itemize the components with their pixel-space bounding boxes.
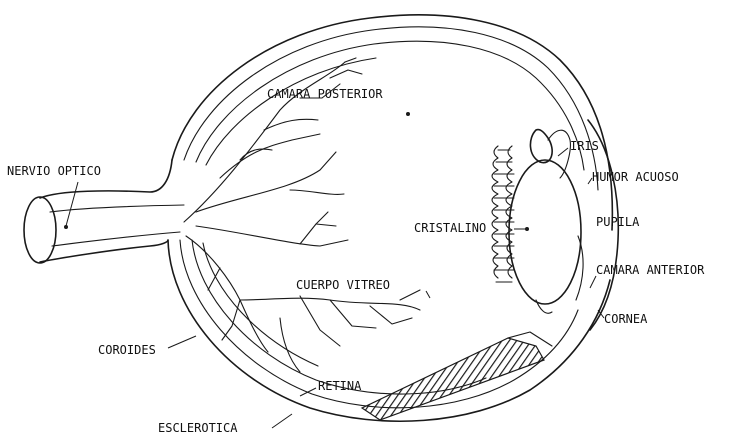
ciliary-muscle-hatched xyxy=(362,332,552,420)
label-cristalino: CRISTALINO xyxy=(414,221,529,235)
label-text-pupila: PUPILA xyxy=(596,215,640,229)
label-text-nervio-optico: NERVIO OPTICO xyxy=(7,164,101,178)
label-text-cristalino: CRISTALINO xyxy=(414,221,486,235)
lens xyxy=(509,160,581,304)
eye-wall-layers xyxy=(168,15,612,421)
label-text-camara-posterior: CAMARA POSTERIOR xyxy=(267,87,383,101)
label-cornea: CORNEA xyxy=(598,310,648,326)
label-text-retina: RETINA xyxy=(318,379,362,393)
label-humor-acuoso: HUMOR ACUOSO xyxy=(588,170,679,184)
label-text-coroides: COROIDES xyxy=(98,343,156,357)
label-text-camara-anterior: CAMARA ANTERIOR xyxy=(596,263,705,277)
label-pupila: PUPILA xyxy=(596,215,640,229)
label-coroides: COROIDES xyxy=(98,336,196,357)
retinal-vessels xyxy=(184,58,420,372)
label-text-esclerotica: ESCLEROTICA xyxy=(158,421,238,435)
label-esclerotica: ESCLEROTICA xyxy=(158,414,292,435)
label-camara-anterior: CAMARA ANTERIOR xyxy=(590,263,705,288)
label-text-humor-acuoso: HUMOR ACUOSO xyxy=(592,170,679,184)
label-text-cornea: CORNEA xyxy=(604,312,648,326)
label-nervio-optico: NERVIO OPTICO xyxy=(7,164,101,229)
label-text-cuerpo-vitreo: CUERPO VITREO xyxy=(296,278,390,292)
label-text-iris: IRIS xyxy=(570,139,599,153)
iris xyxy=(530,129,570,313)
